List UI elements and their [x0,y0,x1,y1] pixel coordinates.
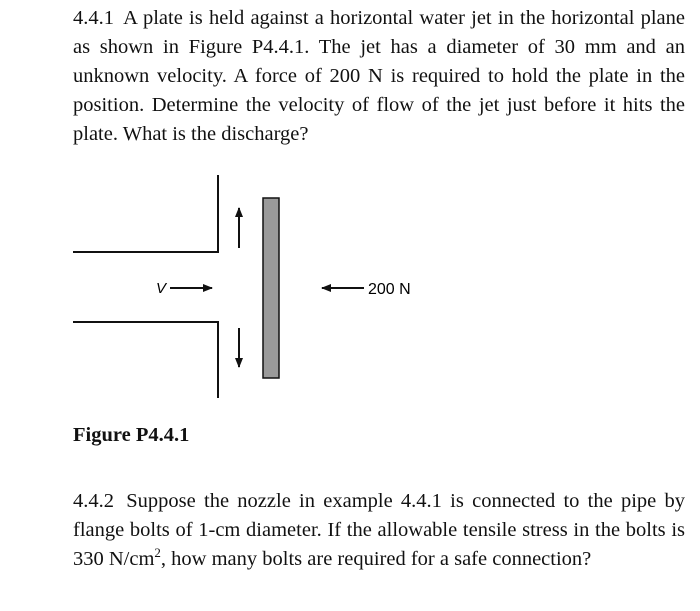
nozzle-upper-wall [73,175,219,253]
problem-text: Suppose the nozzle in example 4.4.1 is c… [73,490,686,570]
velocity-label: V [156,280,168,297]
problem-number: 4.4.2 [73,490,114,512]
plate [262,197,280,379]
figure-jet-plate: V 200 N [73,175,411,398]
superscript: 2 [154,545,161,561]
problem-4-4-2: 4.4.2 Suppose the nozzle in example 4.4.… [73,487,685,574]
problem-text-end: , how many bolts are required for a safe… [160,548,592,570]
problem-4-4-1: 4.4.1 A plate is held against a horizont… [73,4,685,149]
nozzle-lower-wall [73,321,219,398]
problem-number: 4.4.1 [73,7,114,29]
problem-text: A plate is held against a horizontal wat… [73,7,685,145]
force-label: 200 N [368,281,411,298]
figure-caption: Figure P4.4.1 [73,424,190,446]
